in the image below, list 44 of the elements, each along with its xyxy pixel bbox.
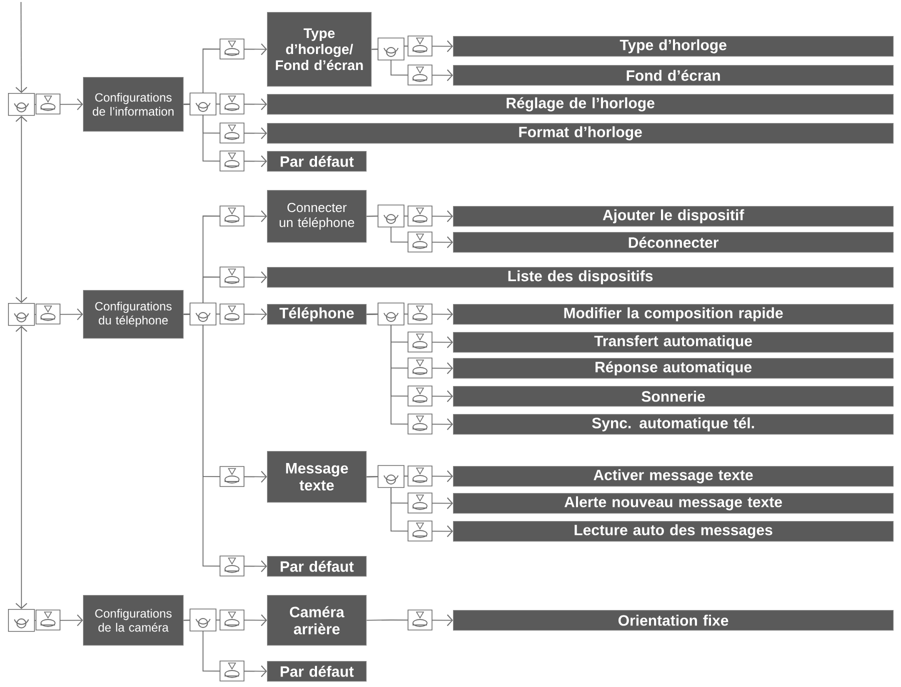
menu-item-box: Format d’horloge xyxy=(267,123,894,144)
back-button-icon xyxy=(8,93,35,116)
menu-item-box: Type d’horloge/ Fond d’écran xyxy=(267,12,372,87)
menu-item-box: Modifier la composition rapide xyxy=(453,304,894,325)
menu-item-box: Réponse automatique xyxy=(453,358,894,379)
arrow xyxy=(366,216,453,248)
menu-item-box: Par défaut xyxy=(267,151,367,172)
menu-item-box: Par défaut xyxy=(267,661,367,682)
arrow xyxy=(183,104,267,168)
arrow xyxy=(371,48,453,82)
arrow xyxy=(366,476,453,538)
arrow xyxy=(15,116,28,303)
menu-item-box: Fond d’écran xyxy=(453,65,894,86)
arrow xyxy=(15,326,28,609)
arrow xyxy=(34,614,84,626)
menu-item-box: Lecture auto des messages xyxy=(453,521,894,542)
arrow xyxy=(366,614,453,626)
menu-item-box: Déconnecter xyxy=(453,232,894,253)
menu-item-box: Activer message texte xyxy=(453,466,894,487)
menu-item-box: Configurations du téléphone xyxy=(83,290,184,339)
menu-item-box: Connecter un téléphone xyxy=(267,190,367,243)
menu-item-box: Par défaut xyxy=(267,556,367,577)
arrow xyxy=(34,308,84,320)
menu-item-box: Configurations de l’information xyxy=(83,77,184,132)
menu-item-box: Téléphone xyxy=(267,304,367,325)
arrow xyxy=(34,98,84,110)
menu-item-box: Type d’horloge xyxy=(453,36,894,57)
back-button-icon xyxy=(8,609,35,632)
menu-item-box: Réglage de l’horloge xyxy=(267,94,894,115)
arrow xyxy=(183,620,267,678)
menu-item-box: Sonnerie xyxy=(453,386,894,407)
menu-item-box: Liste des dispositifs xyxy=(267,267,894,288)
menu-item-box: Sync. automatique tél. xyxy=(453,414,894,435)
menu-item-box: Ajouter le dispositif xyxy=(453,206,894,227)
menu-item-box: Transfert automatique xyxy=(453,332,894,353)
arrow xyxy=(366,314,453,430)
menu-item-box: Configurations de la caméra xyxy=(83,595,184,646)
arrow xyxy=(15,2,28,93)
menu-item-box: Orientation fixe xyxy=(453,610,894,631)
menu-item-box: Message texte xyxy=(267,451,367,503)
menu-item-box: Caméra arrière xyxy=(267,595,367,646)
menu-item-box: Alerte nouveau message texte xyxy=(453,493,894,514)
back-button-icon xyxy=(8,303,35,326)
arrow xyxy=(183,314,267,572)
